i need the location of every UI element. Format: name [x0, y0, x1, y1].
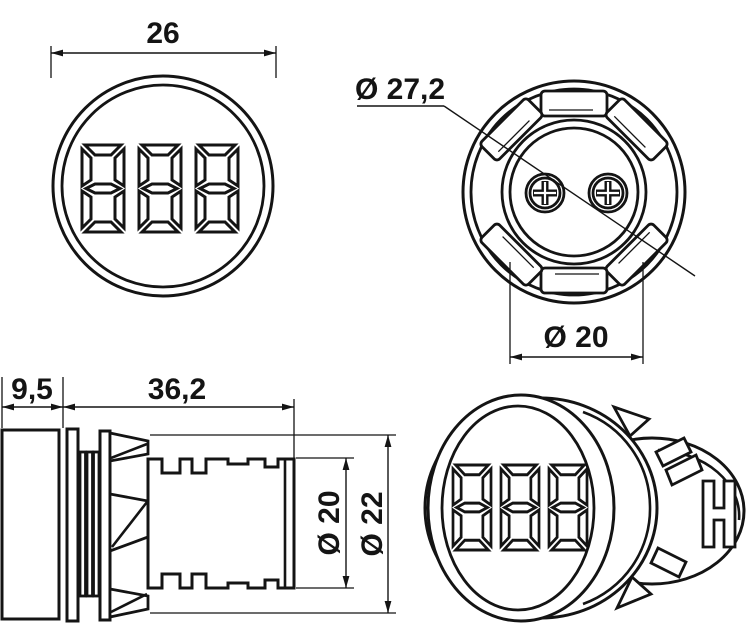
side-barrel-dim-label: Ø 20: [313, 490, 346, 555]
side-clip-carrier: [98, 429, 112, 622]
screw-terminal-right: [587, 172, 629, 214]
side-view: 9,5 36,2 Ø 20 Ø 22: [0, 373, 396, 623]
front-width-dim-label: 26: [146, 17, 179, 50]
rear-clip-slots: [479, 89, 669, 295]
dim-rear-holes: Ø 20: [509, 262, 644, 364]
dim-side-body: Ø 22: [150, 434, 396, 614]
dim-side-barrel: Ø 20: [296, 457, 354, 589]
iso-top-tab: [611, 404, 652, 439]
side-head-dim-label: 9,5: [11, 373, 53, 406]
side-body-dim-label: Ø 22: [356, 491, 389, 556]
dim-side-length: 36,2: [63, 373, 295, 458]
iso-view: [423, 393, 746, 623]
front-view: 26: [50, 17, 277, 298]
rear-view: Ø 27,2 Ø 20: [355, 73, 696, 364]
dim-rear-flange: Ø 27,2: [355, 73, 696, 277]
screw-terminal-left: [524, 172, 566, 214]
side-barrel: [146, 457, 296, 590]
side-flange: [65, 427, 80, 623]
dim-side-head: 9,5: [1, 373, 64, 428]
side-bezel: [0, 428, 61, 621]
iso-rear-clips: [649, 436, 737, 579]
iso-bottom-tab: [614, 574, 654, 611]
side-snap-clips: [108, 431, 150, 619]
rear-flange-dim-label: Ø 27,2: [355, 73, 445, 106]
side-length-dim-label: 36,2: [148, 373, 206, 406]
dim-front-width: 26: [50, 17, 277, 78]
side-gasket-ribs: [78, 450, 101, 598]
rear-holes-dim-label: Ø 20: [543, 321, 608, 354]
